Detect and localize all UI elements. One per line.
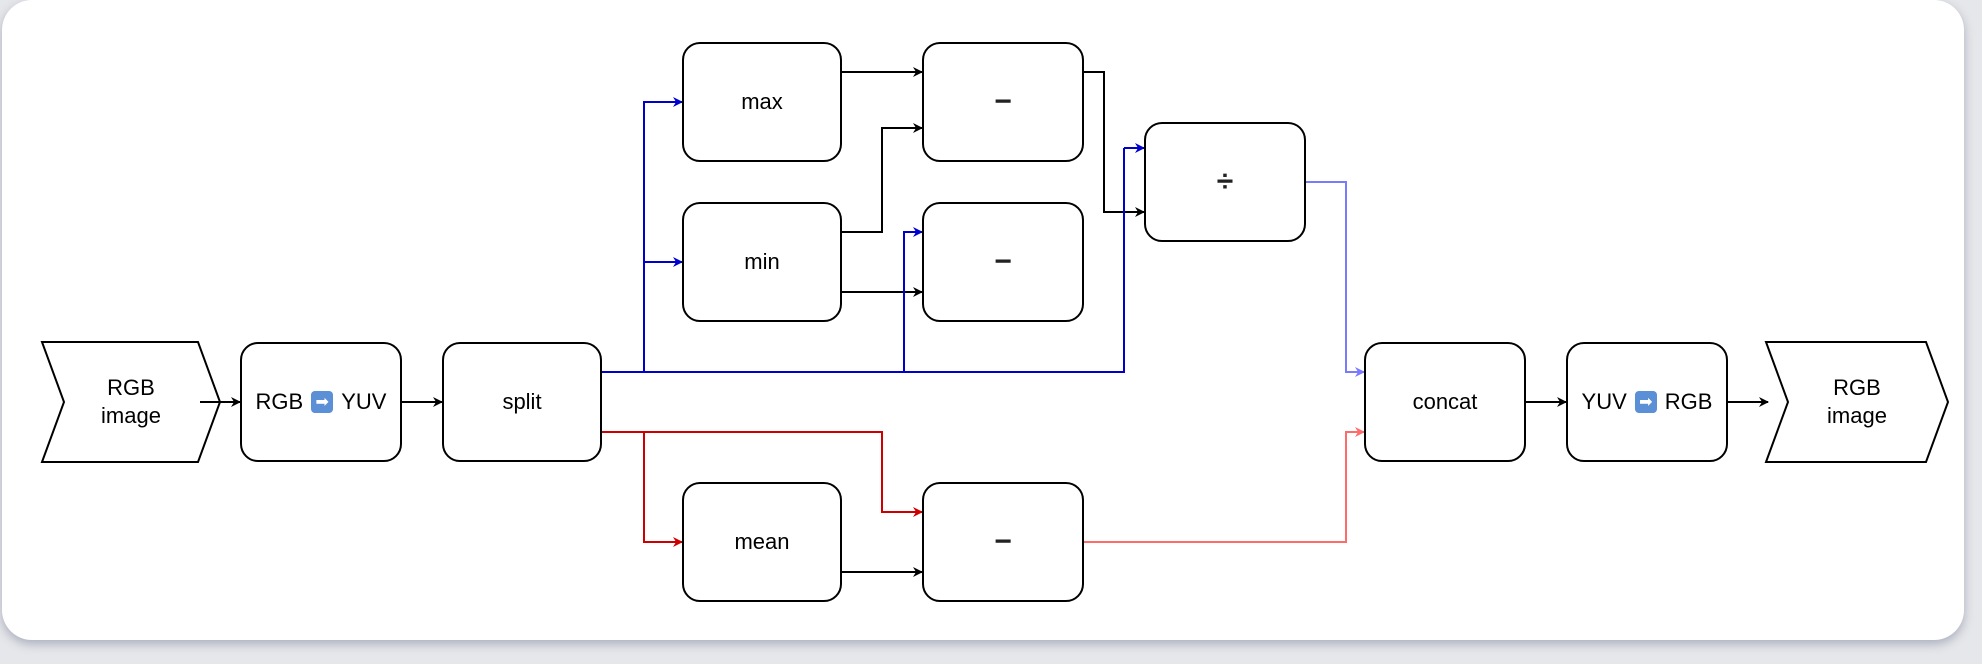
yuv-to-rgb-right: RGB — [1664, 389, 1713, 414]
rgb-image-out-shape — [1764, 341, 1950, 463]
split-label: split — [502, 389, 542, 414]
mean-node: mean — [682, 482, 842, 602]
edge-min-to-sub-top — [842, 123, 923, 233]
edge-divide-to-concat — [1306, 181, 1365, 377]
rgb-image-output-label: RGB image — [1827, 375, 1887, 428]
subtract-mid-node: − — [922, 202, 1084, 322]
split-node: split — [442, 342, 602, 462]
rgb-image-input-label: RGB image — [101, 375, 161, 428]
yuv-to-rgb-node: YUV ➡ RGB — [1566, 342, 1728, 462]
max-node: max — [682, 42, 842, 162]
edge-split-bus-blue — [602, 148, 1125, 373]
edge-split-to-sub-mid — [903, 227, 923, 372]
edge-sub-top-to-divide — [1084, 71, 1145, 217]
rgb-image-in-shape — [40, 341, 222, 463]
rgb-image-input: RGB image — [64, 362, 198, 442]
divide-node: ÷ — [1144, 122, 1306, 242]
min-label: min — [744, 249, 780, 274]
edge-split-to-mean — [643, 432, 683, 547]
yuv-to-rgb-left: YUV — [1581, 389, 1627, 414]
subtract-top-node: − — [922, 42, 1084, 162]
rgb-image-output: RGB image — [1788, 362, 1926, 442]
rgb-to-yuv-right: YUV — [341, 389, 387, 414]
concat-node: concat — [1364, 342, 1526, 462]
edge-split-to-max — [643, 97, 683, 372]
divide-label: ÷ — [1216, 165, 1234, 198]
min-node: min — [682, 202, 842, 322]
edge-split-bus-red — [602, 431, 923, 517]
subtract-mid-label: − — [994, 245, 1012, 278]
rgb-to-yuv-left: RGB — [255, 389, 304, 414]
edge-sub-bottom-to-concat — [1084, 427, 1365, 543]
right-arrow-icon: ➡ — [311, 391, 334, 413]
max-label: max — [741, 89, 783, 114]
concat-label: concat — [1412, 389, 1478, 414]
mean-label: mean — [734, 529, 790, 554]
rgb-to-yuv-node: RGB ➡ YUV — [240, 342, 402, 462]
subtract-bottom-node: − — [922, 482, 1084, 602]
right-arrow-icon: ➡ — [1634, 391, 1657, 413]
subtract-top-label: − — [994, 85, 1012, 118]
subtract-bottom-label: − — [994, 525, 1012, 558]
